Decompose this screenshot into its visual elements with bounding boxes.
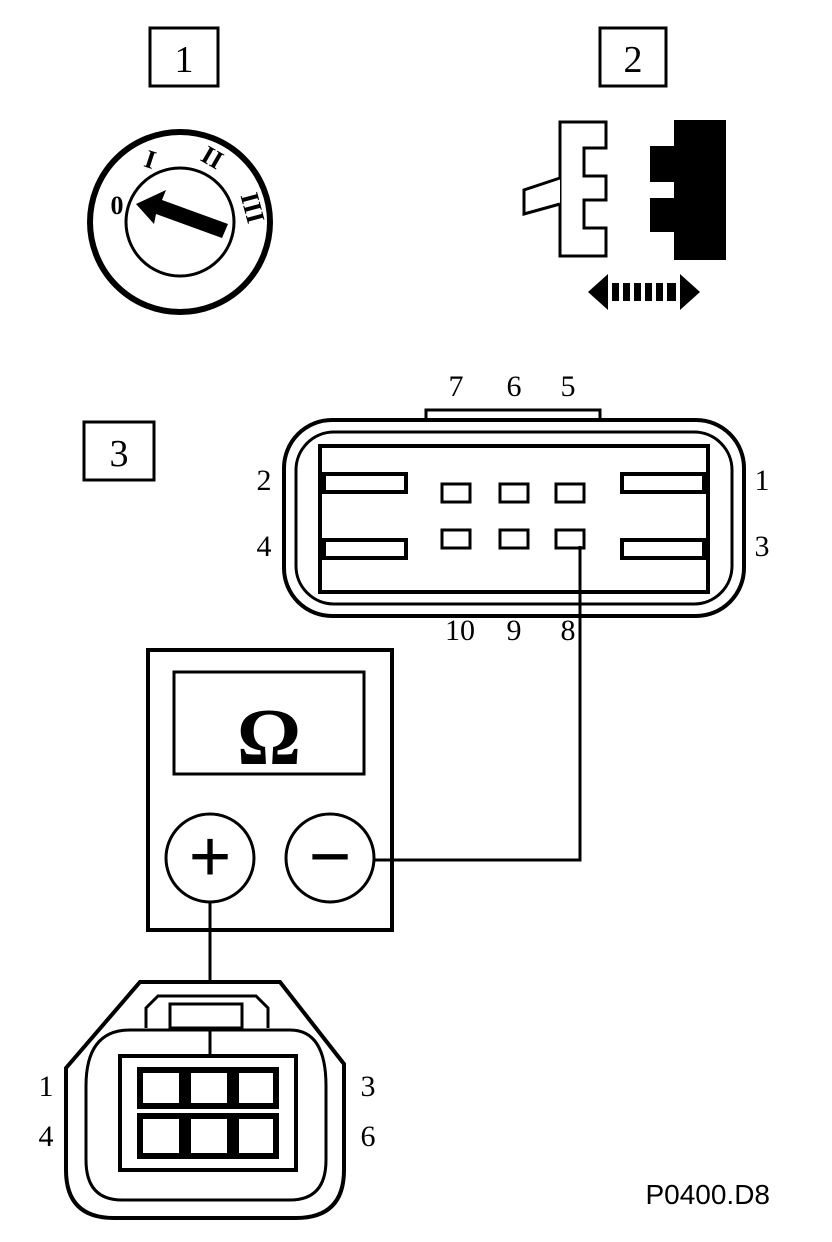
ohmmeter-display xyxy=(172,670,366,776)
connector-outer-shell xyxy=(282,418,746,618)
minus-terminal xyxy=(284,812,376,904)
pin-7 xyxy=(440,482,472,504)
pin-label-5: 5 xyxy=(561,370,576,403)
pin-label-3: 3 xyxy=(755,530,770,563)
pin-label-2: 2 xyxy=(257,464,272,497)
step-1-label: 1 xyxy=(175,39,194,81)
ohmmeter: Ω + − xyxy=(146,648,394,932)
connector-pin-field xyxy=(318,444,710,594)
small-connector-latch-tab xyxy=(168,1002,244,1030)
small-pin-label-1: 1 xyxy=(39,1070,54,1103)
pin-label-10: 10 xyxy=(445,614,475,647)
small-pin-label-6: 6 xyxy=(361,1120,376,1153)
pin-5 xyxy=(554,482,586,504)
key-arrow-icon xyxy=(136,190,228,238)
pin-10 xyxy=(440,528,472,550)
pin-8 xyxy=(554,528,586,550)
pin-label-1: 1 xyxy=(755,464,770,497)
small-pin-5 xyxy=(185,1113,233,1159)
step-2-box xyxy=(598,26,668,88)
small-pin-3 xyxy=(233,1067,279,1109)
pin-label-4: 4 xyxy=(257,530,272,563)
small-connector: 1 4 3 6 xyxy=(39,980,376,1220)
pin-1 xyxy=(620,472,706,494)
main-connector: 7 6 5 2 4 1 3 10 9 8 xyxy=(257,370,770,647)
step-2-label: 2 xyxy=(624,39,643,81)
step-2-group: 2 xyxy=(522,26,726,310)
small-pin-6 xyxy=(233,1113,279,1159)
pin-label-7: 7 xyxy=(449,370,464,403)
small-pin-2 xyxy=(185,1067,233,1109)
connector-socket-icon xyxy=(650,120,726,260)
figure-code: P0400.D8 xyxy=(645,1179,770,1210)
pin-label-6: 6 xyxy=(507,370,522,403)
pin-4 xyxy=(322,538,408,560)
pin-9 xyxy=(498,528,530,550)
ignition-position-0: 0 xyxy=(111,191,124,220)
pin-6 xyxy=(498,482,530,504)
step-1-box xyxy=(148,26,220,88)
step-3-label: 3 xyxy=(110,433,129,475)
ohm-symbol-icon: Ω xyxy=(237,694,301,782)
ignition-switch-icon xyxy=(87,129,273,315)
disconnect-arrow-icon xyxy=(588,274,700,310)
pin-label-8: 8 xyxy=(561,614,576,647)
plus-terminal-icon: + xyxy=(188,815,231,899)
small-connector-latch xyxy=(144,994,270,1028)
small-pin-1 xyxy=(137,1067,185,1109)
pin-2 xyxy=(322,472,408,494)
connector-inner-shell xyxy=(294,430,734,606)
small-pin-4 xyxy=(137,1113,185,1159)
step-3-box xyxy=(82,420,156,482)
ignition-position-3: III xyxy=(235,189,271,226)
ignition-position-1: I xyxy=(141,144,160,175)
small-pin-label-3: 3 xyxy=(361,1070,376,1103)
pin-3 xyxy=(620,538,706,560)
plug-lever-icon xyxy=(522,176,561,216)
step-1-group: 1 0 I II III xyxy=(87,26,273,315)
connector-plug-icon xyxy=(558,120,608,258)
wire-minus-to-pin-8 xyxy=(374,546,582,862)
pin-label-9: 9 xyxy=(507,614,522,647)
minus-terminal-icon: − xyxy=(308,815,351,899)
small-pin-label-4: 4 xyxy=(39,1120,54,1153)
small-connector-inner-shell xyxy=(84,1028,328,1202)
